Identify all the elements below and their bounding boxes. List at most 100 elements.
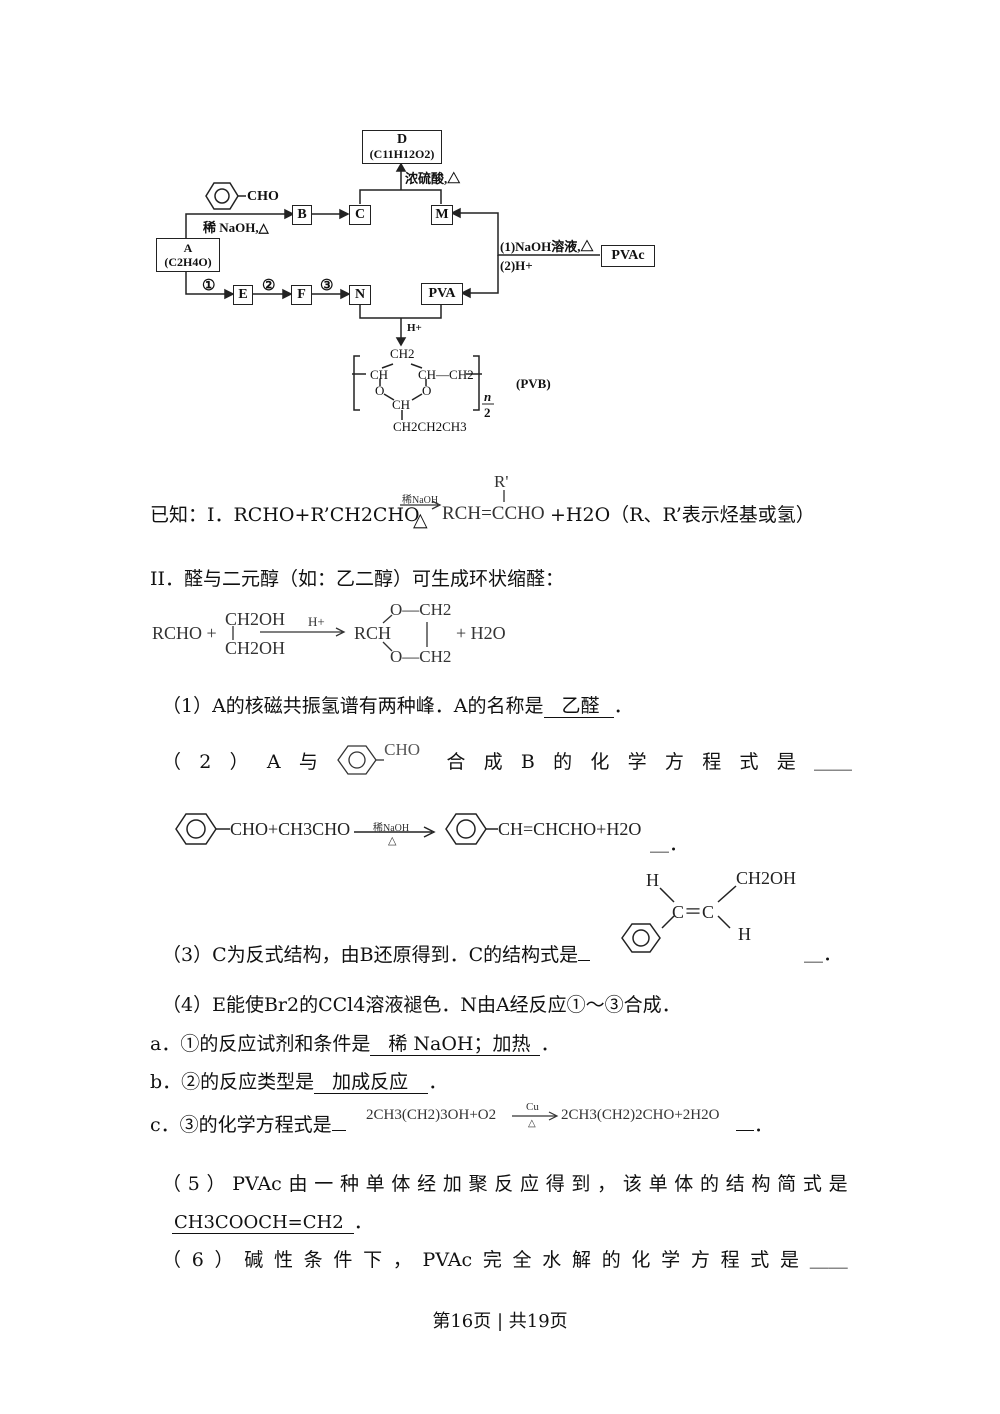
q3-structure: H C＝C CH2OH H (600, 862, 820, 962)
q6-part-6: 件 (333, 1249, 353, 1271)
question-4b: b．②的反应类型是加成反应． (150, 1070, 447, 1094)
step1-label: ① (202, 278, 216, 294)
q5-part-17: 该 (622, 1173, 642, 1195)
pvb-2: 2 (484, 405, 491, 420)
rxn-ch2oh-bottom: CH2OH (225, 638, 286, 658)
q2-part-1: 2 (199, 751, 212, 773)
q5-part-13: 应 (519, 1173, 539, 1195)
question-6: （ 6 ） 碱 性 条 件 下 ， PVAc 完 全 水 解 的 化 学 方 程… (162, 1248, 848, 1272)
question-3: （3）C为反式结构，由B还原得到．C的结构式是 (162, 942, 591, 967)
q3-text: （3）C为反式结构，由B还原得到．C的结构式是 (162, 944, 579, 966)
q1-end: ． (613, 695, 633, 717)
q6-part-5: 条 (303, 1249, 323, 1271)
qc-text: c．③的化学方程式是 (150, 1114, 332, 1136)
qc-answer-left: 2CH3(CH2)3OH+O2 (366, 1107, 497, 1123)
q6-part-12: 水 (542, 1249, 562, 1271)
question-5: （ 5 ） PVAc 由 一 种 单 体 经 加 聚 反 应 得 到 ， 该 单… (162, 1172, 848, 1196)
box-m: M (431, 205, 453, 225)
qc-cond: Cu (526, 1101, 539, 1113)
q5-part-0: （ (162, 1173, 182, 1195)
question-1: （1）A的核磁共振氢谱有两种峰．A的名称是乙醛． (162, 694, 633, 718)
q5-part-16: ， (597, 1173, 617, 1195)
question-4c: c．③的化学方程式是 (150, 1112, 346, 1137)
q6-part-9: PVAc (422, 1249, 473, 1271)
q5-part-1: 5 (187, 1173, 200, 1195)
box-d: D (C11H12O2) (362, 130, 442, 164)
q2-part-0: （ (162, 751, 182, 773)
q2-cho-label: CHO (384, 740, 421, 759)
qc-end: ． (736, 1112, 773, 1137)
q6-part-0: （ (162, 1249, 182, 1271)
q6-part-7: 下 (363, 1249, 383, 1271)
q1-answer: 乙醛 (543, 695, 614, 718)
q6-part-1: 6 (191, 1249, 204, 1271)
qc-end-blank (736, 1112, 754, 1131)
pvb-n: n (484, 389, 492, 404)
q2-eq-delta: △ (388, 835, 397, 847)
q2-rest-3: 的 (553, 751, 573, 773)
q5-part-5: 一 (314, 1173, 334, 1195)
pvb-ch-left: CH (370, 367, 389, 382)
rxn-o-ch2-top: O—CH2 (390, 600, 452, 619)
q3-blank (578, 942, 591, 961)
box-b: B (292, 205, 312, 225)
q6-part-16: 学 (661, 1249, 681, 1271)
q3-structure-bonds (621, 885, 737, 953)
q2-part-3: A (266, 751, 281, 773)
known-product: RCH=CCHO (442, 503, 545, 524)
box-n: N (349, 285, 371, 305)
q5-part-25: 是 (828, 1173, 848, 1195)
q5-part-23: 简 (777, 1173, 797, 1195)
q2-eq-left: CHO+CH3CHO (230, 819, 351, 839)
q2-equation-bonds (175, 813, 498, 845)
q5-part-21: 结 (725, 1173, 745, 1195)
rxn-o-ch2-bottom: O—CH2 (390, 647, 452, 666)
qb-answer: 加成反应 (314, 1071, 429, 1094)
pvb-o-left: O (375, 383, 385, 398)
q2-rest-6: 方 (664, 751, 684, 773)
benzene-ring-q2 (337, 745, 385, 775)
q5-part-7: 单 (365, 1173, 385, 1195)
reaction-scheme: CHO D (C11H12O2) B C M A (C2H4O) PVAc E … (0, 0, 1000, 460)
rxn-ch2oh-top: CH2OH (225, 609, 286, 629)
box-d-formula: (C11H12O2) (369, 147, 435, 161)
rxn-rcho: RCHO + (152, 623, 217, 643)
q2-rest-9: 是 (776, 751, 796, 773)
q2-rest-2: B (520, 751, 535, 773)
q5-part-4: 由 (288, 1173, 308, 1195)
page-footer: 第16页 | 共19页 (432, 1311, 568, 1332)
question-4: （4）E能使Br2的CCl4溶液褪色．N由A经反应①～③合成． (162, 994, 681, 1016)
box-e: E (233, 285, 253, 305)
q5-part-2: ） (206, 1173, 226, 1195)
q2-part-4: 与 (298, 751, 318, 773)
qb-text: b．②的反应类型是 (150, 1071, 315, 1093)
q5-part-18: 单 (648, 1173, 668, 1195)
known-line1-suffix: +H2O（R、R’表示烃基或氢） (550, 504, 815, 526)
q5-part-9: 经 (417, 1173, 437, 1195)
q5-answer-line: CH3COOCH=CH2． (172, 1210, 373, 1235)
step2-label: ② (262, 278, 276, 294)
q5-part-24: 式 (802, 1173, 822, 1195)
q2-rest-8: 式 (739, 751, 759, 773)
q2-rest-7: 程 (702, 751, 722, 773)
q6-part-3: 碱 (244, 1249, 264, 1271)
q5-answer: CH3COOCH=CH2 (172, 1212, 354, 1234)
q3-end: ＿． (804, 943, 843, 965)
q6-part-11: 全 (512, 1249, 532, 1271)
q5-part-22: 构 (751, 1173, 771, 1195)
qc-answer-right: 2CH3(CH2)2CHO+2H2O (561, 1107, 720, 1123)
box-d-label: D (396, 132, 408, 147)
qa-answer: 稀 NaOH；加热 (370, 1033, 541, 1056)
q5-part-14: 得 (545, 1173, 565, 1195)
pvb-name: (PVB) (516, 376, 551, 391)
benzene-ring-top (205, 182, 239, 210)
q2-part-2: ） (229, 751, 249, 773)
q6-part-10: 完 (482, 1249, 502, 1271)
q3-h1: H (646, 870, 659, 890)
q2-equation: CHO+CH3CHO 稀NaOH △ CH=CHCHO+H2O (170, 805, 690, 855)
q5-part-6: 种 (339, 1173, 359, 1195)
box-f: F (291, 285, 312, 305)
h-plus-label: H+ (407, 322, 422, 334)
pvb-ch-bottom: CH (392, 397, 411, 412)
